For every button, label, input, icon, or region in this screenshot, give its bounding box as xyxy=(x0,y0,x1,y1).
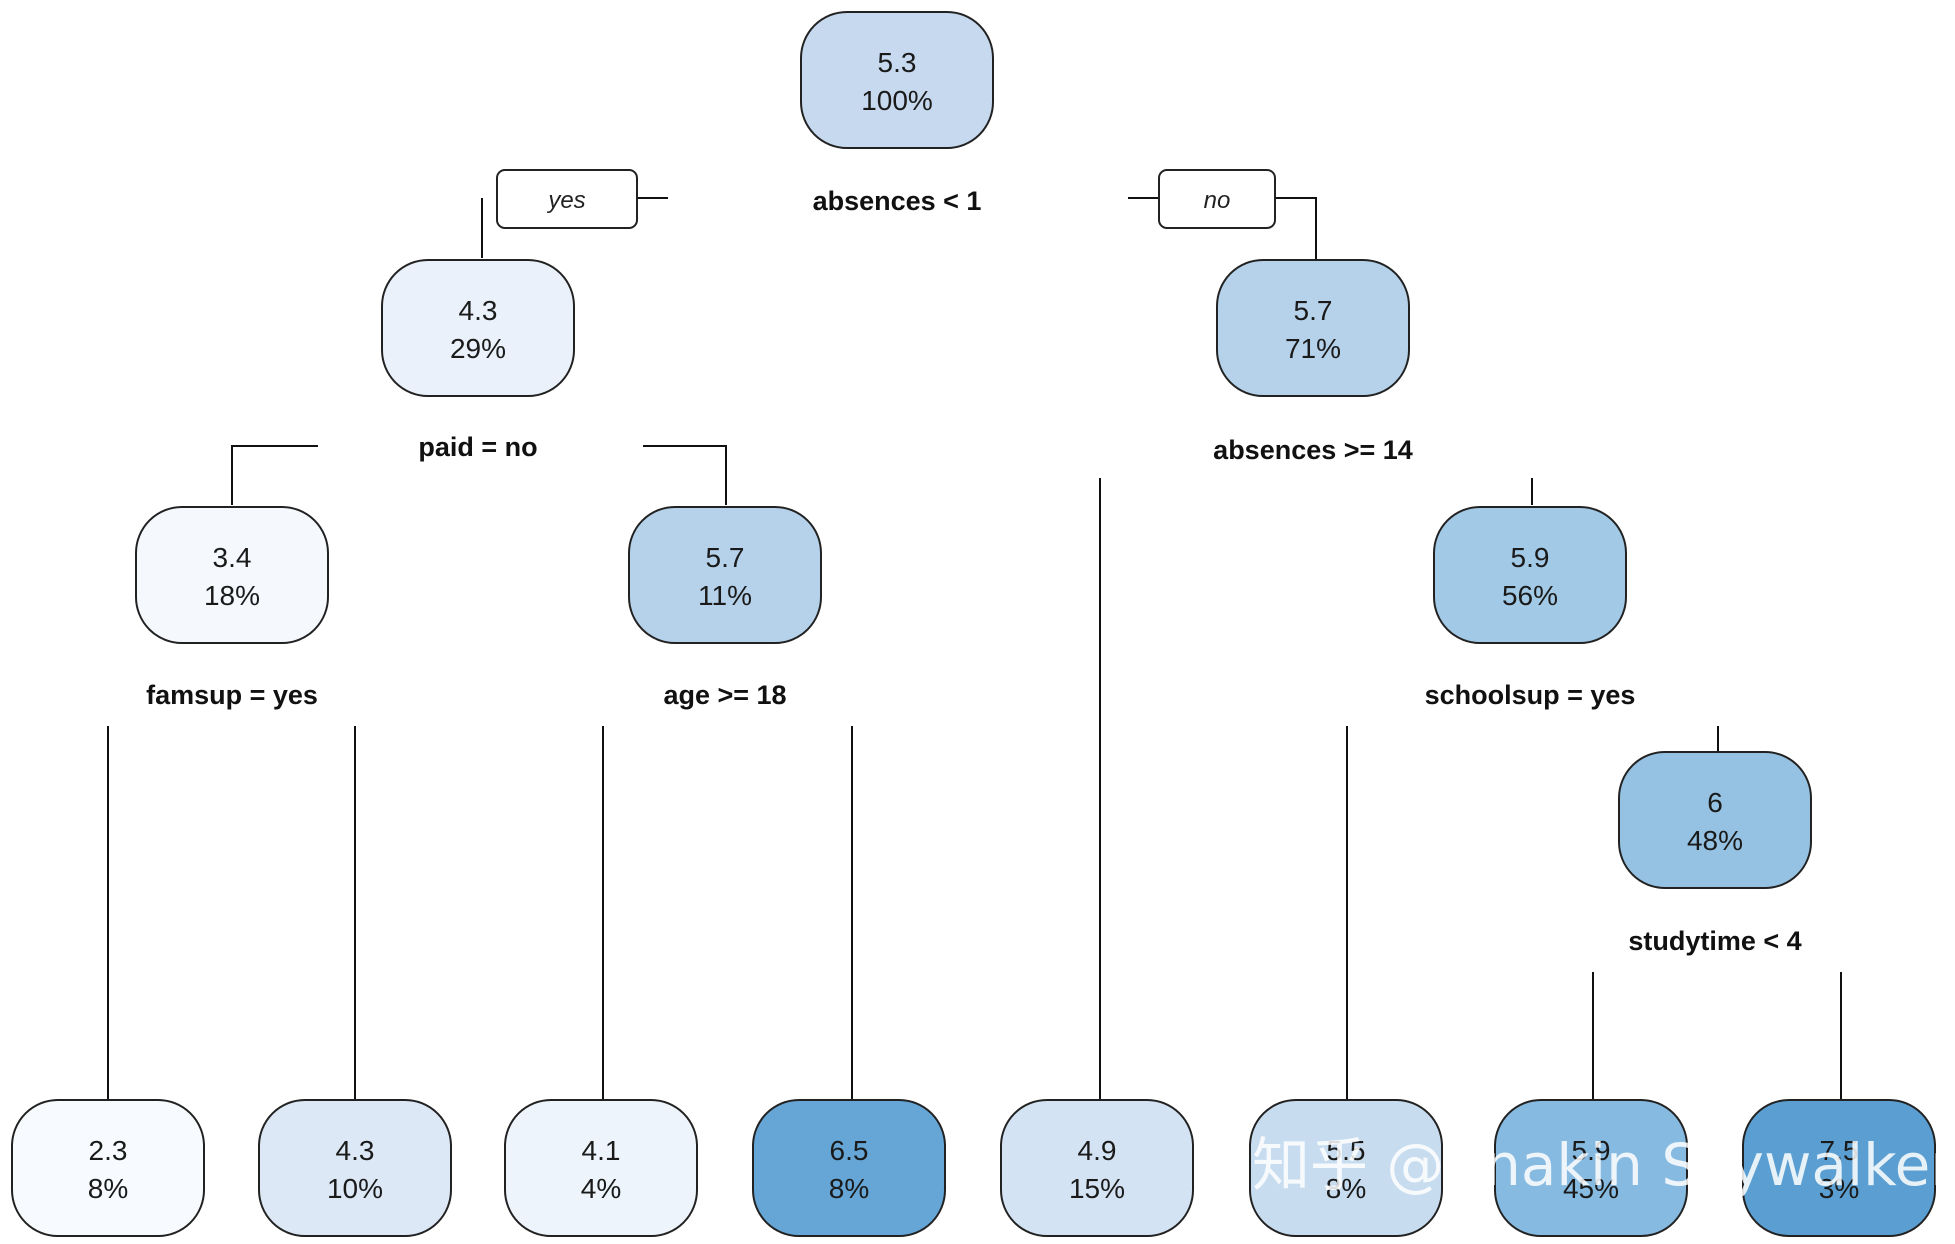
tree-node: 648% xyxy=(1618,751,1812,889)
tree-nodes: 5.3100%4.329%5.771%3.418%5.711%5.956%648… xyxy=(11,11,1936,1237)
branch-label-box xyxy=(1158,169,1276,229)
node-value: 5.9 xyxy=(1572,1135,1611,1166)
node-box xyxy=(504,1099,698,1237)
branch-label-text: yes xyxy=(546,187,585,214)
node-value: 6 xyxy=(1707,787,1723,818)
tree-node: 4.329% xyxy=(381,259,575,397)
branch-label-box xyxy=(496,169,638,229)
tree-edge xyxy=(1275,197,1317,260)
leaf-node: 4.310% xyxy=(258,1099,452,1237)
leaf-node: 7.53% xyxy=(1742,1099,1936,1237)
split-label: absences < 1 xyxy=(813,186,982,216)
node-value: 5.9 xyxy=(1511,542,1550,573)
split-label: famsup = yes xyxy=(146,680,318,710)
node-value: 4.3 xyxy=(336,1135,375,1166)
leaf-node: 5.945% xyxy=(1494,1099,1688,1237)
leaf-node: 5.58% xyxy=(1249,1099,1443,1237)
branch-label-no: no xyxy=(1158,169,1276,229)
tree-node: 5.956% xyxy=(1433,506,1627,644)
node-box xyxy=(628,506,822,644)
node-value: 3.4 xyxy=(213,542,252,573)
node-box xyxy=(135,506,329,644)
split-labels: absences < 1 paid = no absences >= 14 famsu… xyxy=(146,169,1802,956)
branch-label-text: no xyxy=(1204,187,1231,214)
node-value: 6.5 xyxy=(830,1135,869,1166)
node-value: 5.5 xyxy=(1327,1135,1366,1166)
node-box xyxy=(381,259,575,397)
node-value: 5.7 xyxy=(1294,295,1333,326)
node-percent: 18% xyxy=(204,580,260,611)
node-percent: 8% xyxy=(88,1173,128,1204)
leaf-node: 4.14% xyxy=(504,1099,698,1237)
node-percent: 10% xyxy=(327,1173,383,1204)
node-box xyxy=(1494,1099,1688,1237)
node-percent: 45% xyxy=(1563,1173,1619,1204)
split-label: age >= 18 xyxy=(663,680,786,710)
split-label: schoolsup = yes xyxy=(1425,680,1636,710)
node-value: 5.7 xyxy=(706,542,745,573)
node-percent: 29% xyxy=(450,333,506,364)
node-percent: 4% xyxy=(581,1173,621,1204)
split-label: paid = no xyxy=(418,432,537,462)
leaf-node: 2.38% xyxy=(11,1099,205,1237)
node-box xyxy=(1249,1099,1443,1237)
node-box xyxy=(258,1099,452,1237)
leaf-node: 6.58% xyxy=(752,1099,946,1237)
split-label: absences >= 14 xyxy=(1213,435,1413,465)
tree-edge xyxy=(643,445,727,505)
node-percent: 3% xyxy=(1819,1173,1859,1204)
node-box xyxy=(1000,1099,1194,1237)
tree-node: 5.711% xyxy=(628,506,822,644)
node-box xyxy=(1433,506,1627,644)
node-percent: 71% xyxy=(1285,333,1341,364)
node-percent: 8% xyxy=(1326,1173,1366,1204)
node-value: 7.5 xyxy=(1820,1135,1859,1166)
node-box xyxy=(1216,259,1410,397)
tree-node: 5.771% xyxy=(1216,259,1410,397)
node-box xyxy=(752,1099,946,1237)
node-box xyxy=(1618,751,1812,889)
node-value: 4.3 xyxy=(459,295,498,326)
node-box xyxy=(1742,1099,1936,1237)
split-label: studytime < 4 xyxy=(1628,926,1801,956)
node-box xyxy=(800,11,994,149)
tree-edge xyxy=(231,445,318,505)
node-value: 4.1 xyxy=(582,1135,621,1166)
node-percent: 48% xyxy=(1687,825,1743,856)
tree-edges xyxy=(107,197,1842,1100)
node-value: 4.9 xyxy=(1078,1135,1117,1166)
watermark: 知乎 @Anakin Skywalker xyxy=(1252,1131,1954,1199)
node-percent: 8% xyxy=(829,1173,869,1204)
leaf-node: 4.915% xyxy=(1000,1099,1194,1237)
node-percent: 11% xyxy=(698,580,752,611)
tree-node: 3.418% xyxy=(135,506,329,644)
tree-node: 5.3 100% xyxy=(800,11,994,149)
node-value: 5.3 xyxy=(878,47,917,78)
node-value: 2.3 xyxy=(89,1135,128,1166)
node-percent: 56% xyxy=(1502,580,1558,611)
node-percent: 15% xyxy=(1069,1173,1125,1204)
node-percent: 100% xyxy=(861,85,933,116)
branch-label-yes: yes xyxy=(496,169,638,229)
node-box xyxy=(11,1099,205,1237)
